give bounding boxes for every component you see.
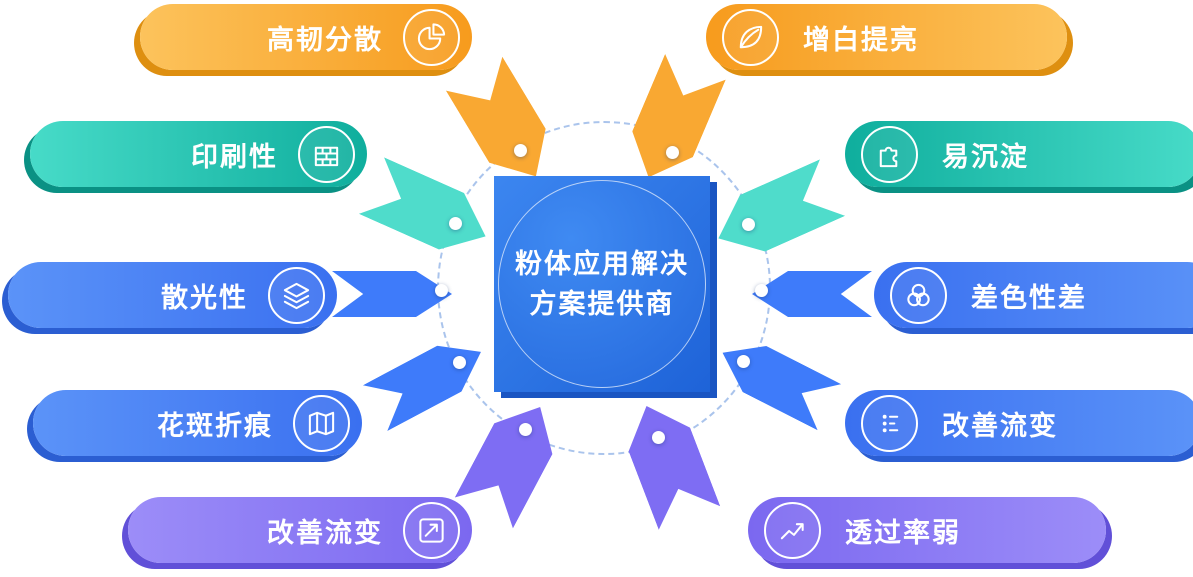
ring-dot: [435, 284, 448, 297]
arrow-middle-left: [332, 271, 452, 317]
pill-poor-color-difference: 差色性差: [874, 262, 1193, 328]
ring-dot: [742, 218, 755, 231]
ring-dot: [755, 284, 768, 297]
pill-improve-rheology-right: 改善流变: [845, 390, 1193, 456]
map-icon: [293, 394, 350, 452]
ring-dot: [453, 356, 466, 369]
pill-high-toughness-dispersion: 高韧分散: [140, 4, 472, 70]
pill-whitening-brightening: 增白提亮: [706, 4, 1067, 70]
ring-dot: [666, 146, 679, 159]
ring-dot: [519, 423, 532, 436]
leaf-icon: [722, 8, 779, 66]
center-circle: 粉体应用解决 方案提供商: [498, 180, 706, 388]
ring-dot: [737, 355, 750, 368]
pill-mottle-crease: 花斑折痕: [33, 390, 362, 456]
flow-sliders-icon: [861, 394, 918, 452]
center-title-line1: 粉体应用解决: [515, 248, 689, 279]
pill-light-scattering: 散光性: [8, 262, 337, 328]
ring-dot: [652, 431, 665, 444]
pill-label: 花斑折痕: [157, 410, 273, 441]
pill-weak-transmittance: 透过率弱: [748, 497, 1106, 563]
pill-label: 差色性差: [971, 282, 1087, 313]
pill-label: 印刷性: [191, 141, 278, 172]
puzzle-icon: [861, 125, 918, 183]
pill-label: 易沉淀: [942, 141, 1029, 172]
ring-dot: [514, 144, 527, 157]
pie-chart-icon: [403, 8, 460, 66]
print-bricks-icon: [298, 125, 355, 183]
pill-label: 增白提亮: [803, 24, 919, 55]
pill-label: 散光性: [161, 282, 248, 313]
pill-label: 改善流变: [942, 410, 1058, 441]
pill-label: 透过率弱: [845, 517, 961, 548]
color-circles-icon: [890, 266, 947, 324]
line-chart-icon: [764, 501, 821, 559]
pill-label: 改善流变: [267, 517, 383, 548]
pill-printability: 印刷性: [30, 121, 367, 187]
center-square: 粉体应用解决 方案提供商: [494, 176, 710, 392]
pill-label: 高韧分散: [267, 24, 383, 55]
layers-icon: [268, 266, 325, 324]
trend-chart-icon: [403, 501, 460, 559]
center-title-line2: 方案提供商: [529, 289, 675, 319]
pill-improve-rheology-left: 改善流变: [128, 497, 472, 563]
pill-easy-sedimentation: 易沉淀: [845, 121, 1193, 187]
ring-dot: [449, 217, 462, 230]
